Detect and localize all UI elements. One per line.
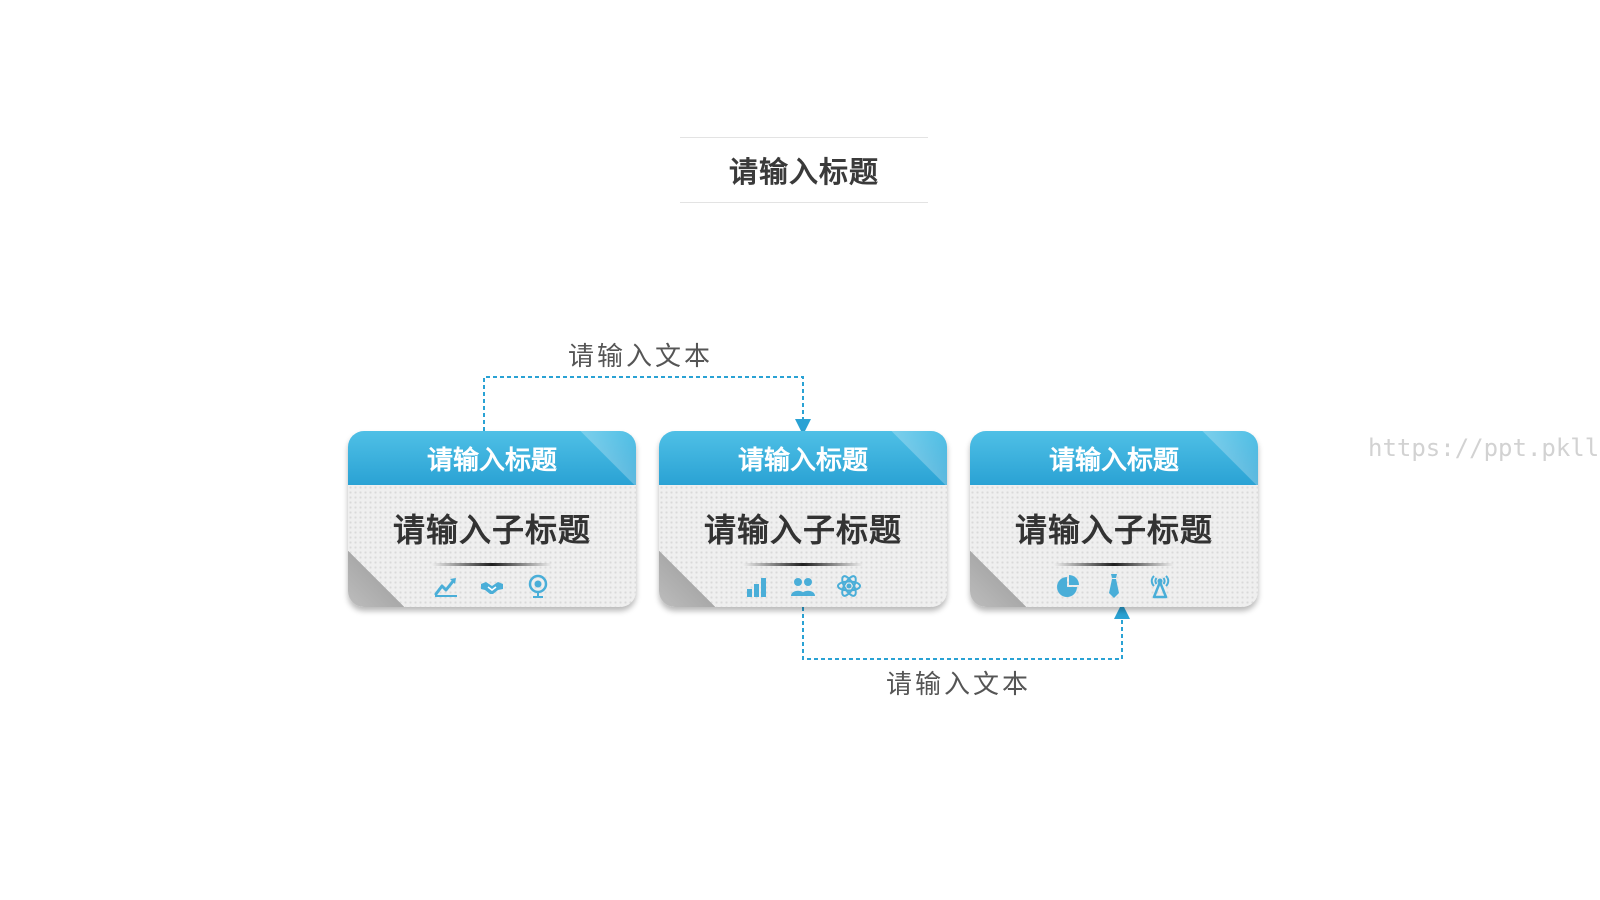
card-subtitle: 请输入子标题 [703,511,902,549]
card-divider [743,563,863,566]
card-header: 请输入标题 [970,431,1258,485]
card-body: 请输入子标题 [659,485,947,607]
card-header: 请输入标题 [348,431,636,485]
bar-chart-icon [747,578,766,597]
globe-icon [528,574,548,598]
line-chart-icon [434,578,457,597]
handshake-icon [481,582,503,594]
card-icons [970,573,1258,601]
card-icons [348,573,636,601]
card-divider [1054,563,1174,566]
card-3: 请输入标题 请输入子标题 [970,431,1258,607]
tie-icon [1109,574,1119,598]
card-subtitle: 请输入子标题 [392,511,591,549]
connector-bottom-label: 请输入文本 [886,670,1032,700]
card-title: 请输入标题 [426,445,557,476]
card-title: 请输入标题 [737,445,868,476]
page-title-frame: 请输入标题 [680,137,928,203]
team-icon [791,578,815,596]
card-title: 请输入标题 [1048,445,1179,476]
card-subtitle: 请输入子标题 [1014,511,1213,549]
page-fold-corner [970,551,1026,607]
card-header: 请输入标题 [659,431,947,485]
card-2: 请输入标题 请输入子标题 [659,431,947,607]
page-title: 请输入标题 [728,155,879,189]
page-fold-corner [659,551,715,607]
pie-chart-icon [1057,575,1079,597]
antenna-icon [1150,575,1170,599]
watermark-url: https://ppt.pkll.de [1368,434,1600,462]
connector-bottom [802,603,1130,660]
card-1: 请输入标题 请输入子标题 [348,431,636,607]
card-icons [659,573,947,601]
connector-top [483,376,811,435]
atom-icon [837,575,861,597]
card-body: 请输入子标题 [348,485,636,607]
page-fold-corner [348,551,404,607]
connector-top-label: 请输入文本 [568,342,714,372]
card-body: 请输入子标题 [970,485,1258,607]
card-divider [432,563,552,566]
